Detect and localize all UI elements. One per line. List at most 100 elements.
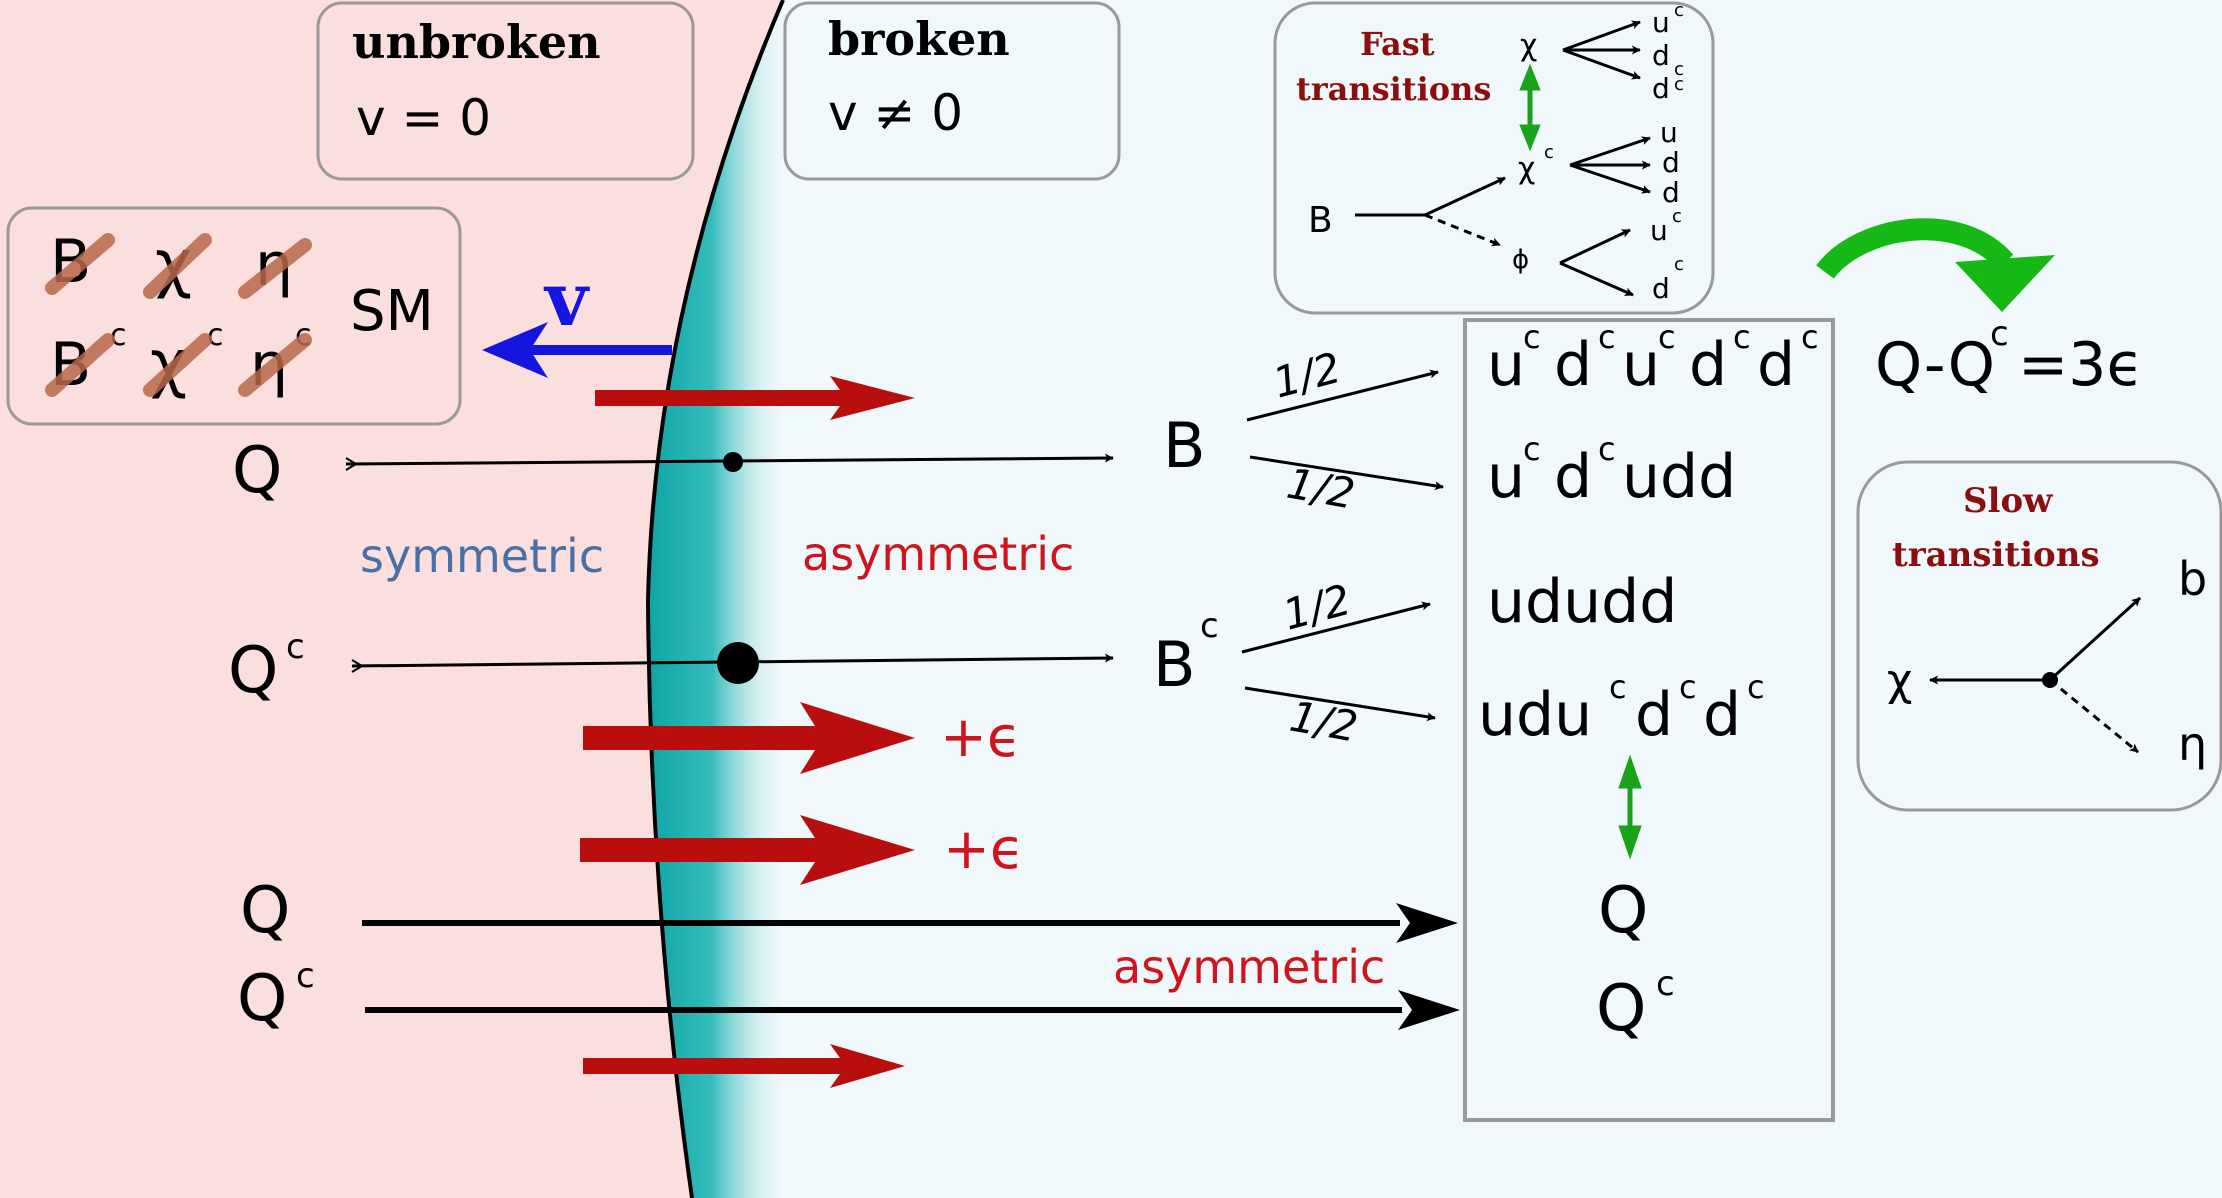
long-Qc-label: Q — [237, 962, 287, 1036]
fast-chic-decays — [1569, 136, 1651, 194]
fast-phi-decays — [1559, 228, 1634, 297]
particle-chic-sup: c — [207, 318, 224, 353]
svg-text:c: c — [1990, 314, 2009, 354]
Q-interaction-dot — [723, 452, 743, 472]
slow-b: b — [2178, 552, 2207, 606]
svg-text:c: c — [1674, 0, 1684, 21]
slow-title-2: transitions — [1892, 535, 2100, 575]
broken-condition: v ≠ 0 — [828, 84, 963, 142]
slow-transitions-box: Slow transitions χ b η — [1856, 460, 2222, 812]
B-label: B — [1163, 409, 1206, 482]
svg-text:u: u — [1650, 214, 1668, 247]
red-arrows — [580, 376, 915, 1088]
slow-chi: χ — [1887, 655, 1912, 706]
symmetric-label: symmetric — [360, 529, 604, 583]
svg-text:c: c — [1658, 318, 1676, 356]
svg-text:d: d — [1635, 680, 1673, 750]
fast-title-2: transitions — [1296, 70, 1491, 108]
long-Q-label: Q — [240, 874, 290, 948]
svg-text:c: c — [1598, 430, 1616, 468]
incoming-Qc-sup: c — [286, 627, 305, 667]
svg-text:Q-Q: Q-Q — [1875, 330, 1995, 400]
svg-text:c: c — [1733, 318, 1751, 356]
svg-text:c: c — [1674, 59, 1684, 80]
bubble-wall — [648, 0, 790, 1198]
svg-text:u: u — [1652, 6, 1670, 39]
svg-text:u: u — [1487, 442, 1525, 512]
fast-transitions-box: Fast transitions χ u c d c d c χ c u d d… — [1273, 0, 1715, 315]
svg-text:=3ϵ: =3ϵ — [2018, 330, 2143, 400]
svg-text:c: c — [1674, 254, 1684, 275]
long-Qc-sup: c — [296, 956, 315, 996]
broken-title: broken — [828, 12, 1010, 66]
branching-4: 1/2 — [1286, 692, 1361, 752]
fast-chi-decays — [1562, 20, 1641, 80]
unbroken-condition: v = 0 — [356, 89, 491, 147]
red-arrow-3 — [580, 815, 915, 885]
svg-text:c: c — [1674, 74, 1684, 95]
red-arrow-2 — [583, 702, 915, 774]
slow-eta: η — [2178, 717, 2207, 771]
svg-text:c: c — [1598, 318, 1616, 356]
Bc-sup: c — [1200, 606, 1219, 646]
wall-velocity-arrow: v — [482, 257, 672, 378]
final-state-row-3: ududd — [1487, 567, 1677, 637]
red-arrow-1 — [595, 376, 915, 420]
unbroken-box: unbroken v = 0 — [316, 1, 695, 181]
svg-text:d: d — [1652, 39, 1670, 72]
long-arrow-Q — [362, 903, 1458, 943]
final-Qc-sup: c — [1656, 964, 1675, 1004]
svg-text:d: d — [1662, 146, 1680, 179]
final-state-row-4: udu c d c d c — [1478, 668, 1765, 750]
svg-text:c: c — [1523, 318, 1541, 356]
Bc-label: B — [1153, 628, 1196, 701]
asymmetric-label-top: asymmetric — [802, 527, 1074, 581]
svg-text:d: d — [1554, 330, 1592, 400]
particle-Bc-sup: c — [110, 318, 127, 353]
epsilon-label-1: +ϵ — [940, 705, 1021, 770]
final-state-row-1: u c d c u c d c d c — [1487, 318, 1819, 400]
branching-2: 1/2 — [1283, 459, 1358, 519]
fast-title-1: Fast — [1360, 25, 1435, 63]
red-arrow-4 — [583, 1044, 905, 1088]
svg-text:c: c — [1747, 668, 1765, 706]
fast-chi: χ — [1520, 28, 1537, 63]
final-states-box — [1463, 318, 1835, 1122]
final-Qc: Q — [1596, 972, 1646, 1046]
start-ticks — [345, 457, 363, 673]
svg-text:c: c — [1544, 142, 1554, 163]
unbroken-title: unbroken — [352, 15, 601, 69]
epsilon-label-2: +ϵ — [943, 817, 1024, 882]
svg-text:d: d — [1662, 176, 1680, 209]
charge-relation: Q-Q c =3ϵ — [1875, 314, 2143, 400]
svg-text:d: d — [1757, 330, 1795, 400]
svg-text:d: d — [1703, 680, 1741, 750]
svg-text:u: u — [1622, 330, 1660, 400]
svg-text:d: d — [1652, 272, 1670, 305]
svg-text:c: c — [1672, 206, 1682, 227]
fast-phi: ϕ — [1512, 245, 1529, 275]
svg-text:d: d — [1652, 72, 1670, 105]
fast-green-arrow — [1519, 63, 1541, 152]
particles-box: B χ η B c χ c η c SM — [6, 206, 462, 426]
svg-text:c: c — [1609, 668, 1627, 706]
final-Q: Q — [1598, 874, 1648, 948]
svg-text:u: u — [1660, 116, 1678, 149]
final-state-row-2: u c d c udd — [1487, 430, 1736, 512]
svg-text:c: c — [1679, 668, 1697, 706]
Qc-interaction-dot — [717, 642, 759, 684]
B-decay-arrows — [1241, 369, 1444, 722]
sm-label: SM — [350, 279, 434, 344]
long-arrow-Qc — [365, 990, 1460, 1030]
fast-B: B — [1308, 200, 1333, 241]
strike-marks — [45, 233, 312, 397]
svg-text:udu: udu — [1478, 680, 1592, 750]
svg-text:c: c — [1523, 430, 1541, 468]
svg-text:d: d — [1689, 330, 1727, 400]
incoming-Qc: Q — [228, 634, 278, 708]
asymmetric-label-bottom: asymmetric — [1113, 940, 1385, 994]
svg-text:udd: udd — [1622, 442, 1736, 512]
svg-text:d: d — [1554, 442, 1592, 512]
broken-box: broken v ≠ 0 — [783, 1, 1121, 181]
